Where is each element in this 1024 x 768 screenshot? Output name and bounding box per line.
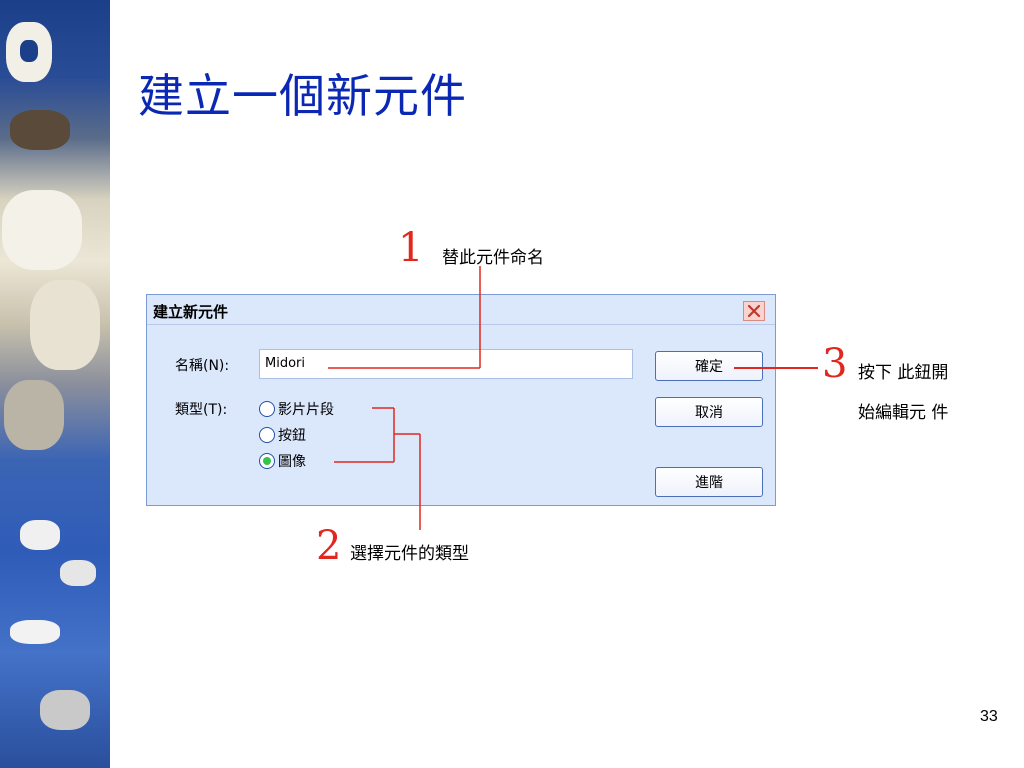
slide-title: 建立一個新元件 [138,69,467,123]
step-3-number: 3 [822,341,848,387]
page-number: 33 [980,708,998,725]
dialog-titlebar: 建立新元件 [147,295,775,325]
radio-button[interactable] [259,401,275,417]
radio-label: 按鈕 [278,428,306,444]
radio-label: 影片片段 [278,402,334,418]
radio-button-selected[interactable] [259,453,275,469]
dialog-title: 建立新元件 [153,303,229,321]
step-3-text-line1: 按下 此鈕開 [858,363,949,383]
radio-selected-dot [263,457,271,465]
name-input[interactable]: Midori [259,349,633,379]
radio-graphic[interactable]: 圖像 [259,451,306,471]
radio-movie-clip[interactable]: 影片片段 [259,399,334,419]
decorative-side-painting [0,0,110,768]
name-label: 名稱(N): [175,358,230,374]
step-3-text-line2: 始編輯元 件 [858,403,949,423]
advanced-button[interactable]: 進階 [655,467,763,497]
type-label: 類型(T): [175,402,228,418]
step-1-text: 替此元件命名 [442,248,544,268]
create-symbol-dialog: 建立新元件 名稱(N): Midori 類型(T): 影片片段 按鈕 圖像 確定… [146,294,776,506]
ok-button[interactable]: 確定 [655,351,763,381]
radio-label: 圖像 [278,454,306,470]
cancel-button[interactable]: 取消 [655,397,763,427]
step-1-number: 1 [398,225,424,271]
close-icon [747,304,761,318]
radio-button[interactable] [259,427,275,443]
close-button[interactable] [743,301,765,321]
radio-button-symbol[interactable]: 按鈕 [259,425,306,445]
step-2-text: 選擇元件的類型 [350,544,469,564]
step-2-number: 2 [316,523,342,569]
